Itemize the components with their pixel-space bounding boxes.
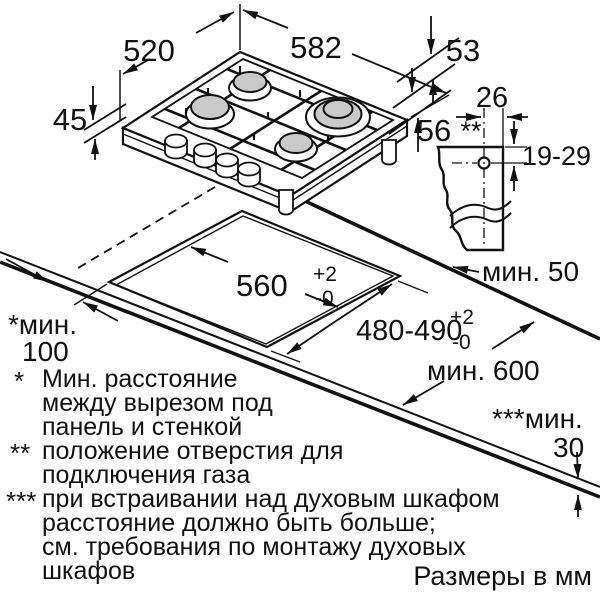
cutout-depth-tol-minus: -0 xyxy=(452,331,471,354)
dim-height-above-label: 53 xyxy=(446,33,480,68)
hob-drawing xyxy=(120,50,410,216)
countertop-drawing xyxy=(0,186,600,499)
dim-582-arrow-left xyxy=(242,9,289,29)
burner-wok xyxy=(305,96,371,138)
footnote-1-line-1: Мин. расстояние xyxy=(42,365,238,393)
dim-480-arrow-down xyxy=(286,322,334,355)
gas-connection-detail xyxy=(436,108,512,252)
footnote-1-line-2: между вырезом под xyxy=(42,389,273,417)
footnote-3-line-2: расстояние должно быть больше; xyxy=(42,509,436,537)
footnote-3-line-4: шкафов xyxy=(42,557,135,585)
hob-rim-lip-right xyxy=(289,125,408,203)
cutout-corner-extension xyxy=(73,283,108,306)
cutout-depth-tol-plus: +2 xyxy=(450,306,474,329)
counter-front-edge-top xyxy=(0,251,600,488)
counter-front-edge-bottom xyxy=(0,260,600,499)
footnote-1-line-3: панель и стенкой xyxy=(42,413,242,441)
clearance-rear-label: мин. 50 xyxy=(482,256,579,287)
dim-582-arrow-right xyxy=(351,53,447,94)
dim-depth-label: 520 xyxy=(123,33,175,68)
gas-footnote-marker: ** xyxy=(460,116,482,146)
dim-gas-range-label: 19-29 xyxy=(522,141,591,171)
burner-front-left xyxy=(185,94,235,130)
control-knobs xyxy=(164,133,261,188)
min-600-leader-up xyxy=(491,321,535,350)
hob-feet xyxy=(278,139,397,216)
cutout-extension-bottom xyxy=(270,350,301,363)
footnote-marker-3: *** xyxy=(6,486,36,516)
dim-width-label: 582 xyxy=(290,30,342,65)
footnote-3-line-1: при встраивании над духовым шкафом xyxy=(42,485,500,513)
cutout-outline xyxy=(106,209,403,349)
dim-gas-offset-label: 26 xyxy=(476,82,508,114)
cutout-inner-line xyxy=(114,215,395,345)
break-line-upper xyxy=(449,200,512,217)
cutout-width-tol-plus: +2 xyxy=(313,263,337,286)
dim-520-arrow-right xyxy=(195,11,235,34)
min-100-arrow-a xyxy=(5,258,49,283)
clearance-below-value: 30 xyxy=(553,432,584,463)
dim-560-arrow-left xyxy=(190,246,229,263)
counter-rear-edge xyxy=(289,192,600,341)
clearance-below-label: ***мин. xyxy=(492,403,583,434)
wall-dashed-line xyxy=(77,186,216,269)
dimension-lines xyxy=(5,4,582,517)
dim-560-arrow-right xyxy=(304,293,339,308)
dim-520-arrow-left xyxy=(122,58,151,75)
dim-cutout-depth-label: 480-490 xyxy=(356,315,462,347)
min-30-arrow-down xyxy=(573,451,582,480)
footnote-3-line-3: см. требования по монтажу духовых xyxy=(42,533,466,561)
burner-back-left xyxy=(228,71,272,102)
dim-cutout-width-label: 560 xyxy=(236,268,288,303)
cutout-extension-right xyxy=(397,280,429,294)
footnote-2-line-1: положение отверстия для xyxy=(42,437,343,465)
min-600-leader-down xyxy=(402,380,445,406)
footnote-marker-2: ** xyxy=(10,438,30,468)
clearance-wall-value: 100 xyxy=(22,336,69,367)
cutout-width-tol-minus: -0 xyxy=(315,287,334,310)
dim-height-below-label: 56 xyxy=(417,113,451,148)
burner-front-center xyxy=(274,132,318,163)
dim-480-arrow-up xyxy=(332,283,393,324)
units-note: Размеры в мм xyxy=(413,561,592,591)
footnotes: * Мин. расстояние между вырезом под пане… xyxy=(6,365,500,585)
footnote-marker-1: * xyxy=(14,366,24,396)
break-line-lower xyxy=(449,212,512,229)
clearance-counter-depth-label: мин. 600 xyxy=(427,355,540,386)
min-100-arrow-b xyxy=(82,301,119,322)
min-50-leader xyxy=(452,265,480,274)
footnote-2-line-2: подключения газа xyxy=(42,461,250,489)
dim-rim-height-label: 45 xyxy=(53,102,87,137)
clearance-wall-label: *мин. xyxy=(8,309,77,340)
